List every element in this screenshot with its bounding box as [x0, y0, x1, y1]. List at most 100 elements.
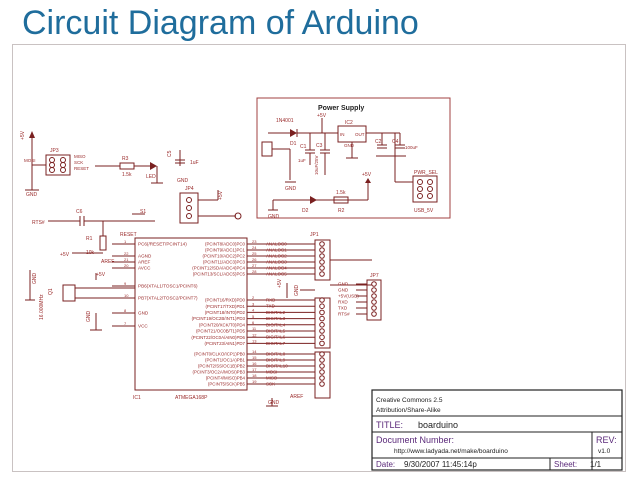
document-url: http://www.ladyada.net/make/boarduino [394, 448, 508, 455]
rev-label: REV: [596, 435, 617, 445]
header-pin [319, 351, 325, 357]
jp4-plus5v: +5V [218, 190, 224, 200]
ic2-gnd: GND [344, 143, 355, 148]
document-number-label: Document Number: [376, 435, 454, 445]
ic1-left-pin-number: 7 [124, 321, 127, 326]
ic1-left-pin-label: AGND [138, 254, 152, 259]
c1-label: C1 [300, 144, 307, 150]
ic1-right-pin-number: 11 [252, 326, 257, 331]
header-pin [319, 259, 325, 265]
r2-value: 1.5k [336, 190, 346, 196]
ic1-right-pin-number: 24 [252, 245, 257, 250]
led-label: LED [146, 174, 156, 180]
aref-label: AREF [101, 259, 114, 265]
ic1-right-pin-number: 13 [252, 339, 257, 344]
power-supply-box [256, 97, 451, 219]
ic1-left-pin-label: AVCC [138, 266, 151, 271]
ps-gnd-3: GND [268, 214, 280, 220]
title-label: TITLE: [376, 420, 403, 430]
ic1-right-pin-number: 28 [252, 269, 257, 274]
header-pin-label: DIGITAL6 [266, 335, 286, 340]
header-pin [319, 381, 325, 387]
header-pin [319, 297, 325, 303]
ic1-left-pin-number: 10 [124, 293, 129, 298]
header-pin-label: ANALOG1 [266, 248, 287, 253]
header-pin-label: DIGITAL5 [266, 329, 286, 334]
ic1-right-pin-number: 15 [252, 355, 257, 360]
r2-resistor [333, 196, 349, 204]
header-pin [319, 309, 325, 316]
c2-label: C2 [375, 139, 382, 145]
sheet-label: Sheet: [554, 460, 577, 469]
ic1-right-pin-label: (PCINT22/OC0A/AIN0)PD6 [191, 335, 245, 340]
ic1-name: IC1 [133, 395, 141, 401]
pwr-sel-label: PWR_SEL [414, 170, 438, 176]
d1-label: D1 [290, 141, 297, 147]
header-pin-label: DIGITAL10 [266, 364, 288, 369]
pwr-sel-jumper [412, 175, 438, 203]
rev-value: v1.0 [598, 448, 611, 455]
ic1-right-pin-number: 19 [252, 379, 257, 384]
header-pin-label: MOSI [266, 370, 277, 375]
header-pin-label: DIGITAL2 [266, 310, 286, 315]
ic1-left-pin-number: 20 [124, 263, 129, 268]
ic1-right-pin-number: 5 [252, 314, 255, 319]
ic1-right-pin-number: 12 [252, 332, 257, 337]
header-pin [319, 241, 325, 247]
ic1-right-pin-number: 25 [252, 251, 257, 256]
ic1-right-pin-label: (PCINT4/MISO)PB4 [206, 376, 246, 381]
r1-resistor [99, 235, 107, 251]
header-pin-label: ANALOG2 [266, 254, 287, 259]
r1-label: R1 [86, 236, 93, 242]
header-pin [319, 315, 325, 322]
ftdi-pin-label: TXD [338, 306, 348, 311]
ic1-left-pin-number: 8 [124, 308, 127, 313]
icsp-plus5v: +5V [20, 130, 26, 140]
ic1-right-pin-label: (PCINT16/RXD)PD0 [205, 298, 246, 303]
r2-label: R2 [338, 208, 345, 214]
ftdi-pin-label: GND [338, 288, 349, 293]
ftdi-pin [371, 281, 377, 287]
header-pin-label: DIGITAL7 [266, 341, 286, 346]
header-pin-label: SCK [266, 382, 275, 387]
header-pin [319, 375, 325, 381]
c3-value: 10uF/25V [314, 155, 319, 175]
ic1-right-pin-label: (PCINT13/SCL/ADC5)PC5 [193, 272, 246, 277]
ic1-right-pin-label: (PCINT3/OC2A/MOSI)PB3 [193, 370, 246, 375]
jp3-gnd: GND [26, 192, 38, 198]
ic1-right-pin-label: (PCINT19/OC2B/INT1)PD3 [192, 316, 246, 321]
c1-value: 1uF [298, 158, 306, 163]
ftdi-pin [371, 305, 377, 311]
ic1-right-pin-number: 2 [252, 295, 255, 300]
ic1-left-pin-label: AREF [138, 260, 150, 265]
ic1-right-pin-number: 27 [252, 263, 257, 268]
ic1-right-pin-number: 18 [252, 373, 257, 378]
header-pin-labels: ANALOG0ANALOG1ANALOG2ANALOG3ANALOG4ANALO… [266, 241, 325, 387]
ic1-left-pin-label: GND [138, 311, 149, 316]
ic1-left-pin-number: 1 [124, 239, 127, 244]
ic1-right-pin-label: (PCINT20/XCK/T0)PD4 [199, 322, 246, 327]
reset-switch-label: RESET [120, 232, 137, 238]
ftdi-pin [371, 311, 377, 317]
ic1-left-pin-label: PB6(XTAL1/TOSC1/PCINT6) [138, 284, 198, 289]
jp3-mosi: MOSI [24, 158, 36, 163]
ic1-right-pin-number: 23 [252, 239, 257, 244]
icsp-header-section: +5V JP3 MISO SCK RESET MOSI GND R3 1.5k … [20, 130, 242, 224]
ftdi-pin-label: RXD [338, 300, 348, 305]
hdr-aref: AREF [290, 394, 303, 400]
ic1-left-pin-number: 21 [124, 257, 129, 262]
c6-label: C6 [76, 209, 83, 215]
r1-plus5v: +5V [60, 252, 70, 258]
ic1-right-pin-label: (PCINT18/INT0)PD2 [205, 310, 246, 315]
header-pin [319, 369, 325, 375]
crystal-freq: 16.000MHz [39, 294, 45, 320]
header-pin [319, 271, 325, 277]
header-pin [319, 303, 325, 310]
license-line-1: Creative Commons 2.5 [376, 397, 443, 404]
jp3-miso: MISO [74, 154, 86, 159]
ic1-left-pin-label: PC6(/RESET/PCINT14) [138, 242, 187, 247]
diode-d1-symbol [290, 129, 297, 137]
ic1-right-pin-number: 4 [252, 308, 255, 313]
header-pin-label: ANALOG5 [266, 272, 287, 277]
